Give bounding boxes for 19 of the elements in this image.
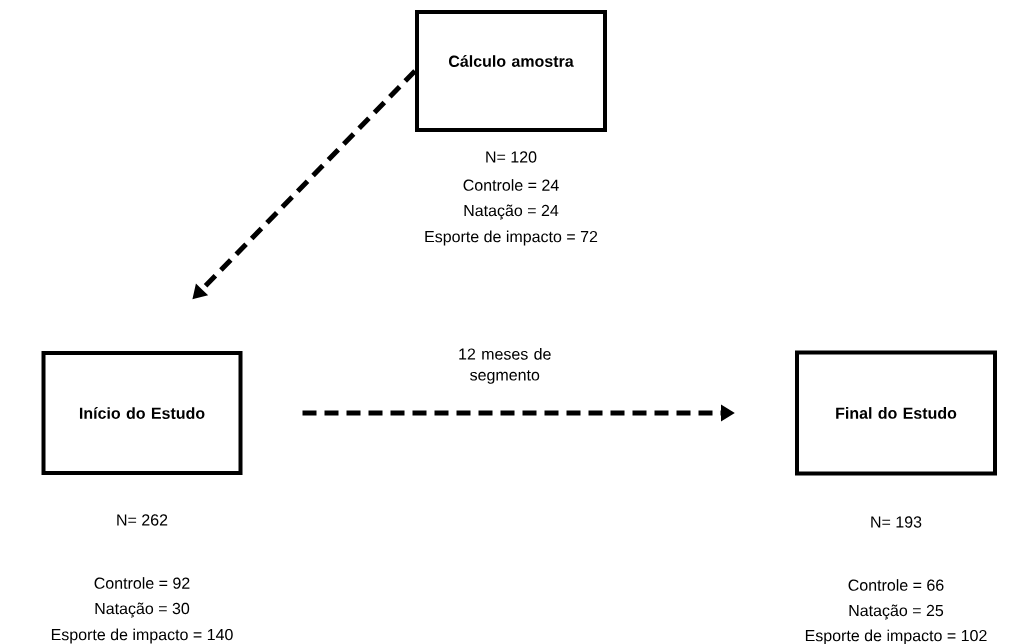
process-box [415,10,607,132]
box-title: Início do Estudo [79,407,205,419]
process-box [795,350,997,476]
caption-text: Natação = 25 [849,604,944,620]
process-box [41,351,243,475]
caption-text: N= 193 [871,516,922,528]
caption-text: Esporte de impacto = 102 [805,629,987,644]
caption-text: Controle = 66 [848,579,944,591]
caption-text: Natação = 30 [95,602,190,618]
caption-text: N= 120 [486,151,537,163]
caption-text: Controle = 92 [94,577,190,589]
box-title: Cálculo amostra [449,55,574,67]
caption-text: Natação = 24 [464,204,559,220]
edge-label: 12 meses de segmento [459,348,551,384]
caption-text: N= 262 [117,514,168,526]
caption-text: Esporte de impacto = 72 [425,230,598,246]
caption-text: Controle = 24 [463,179,559,191]
box-title: Final do Estudo [836,407,957,419]
caption-text: Esporte de impacto = 140 [51,628,233,644]
